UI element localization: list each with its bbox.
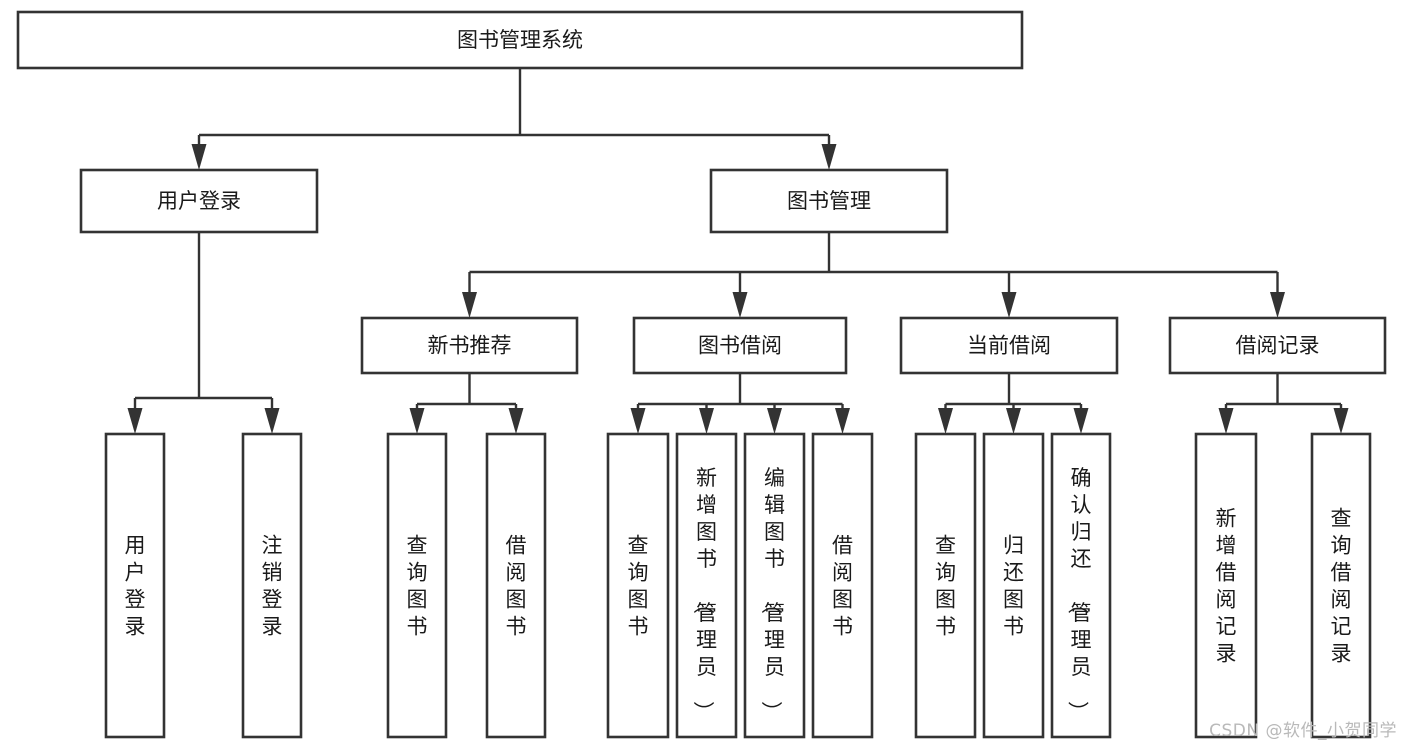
node-leaf-return-book[interactable]: 归还图书 (982, 432, 1045, 739)
connector-group-book-borrow (630, 373, 850, 434)
node-box[interactable] (709, 168, 949, 234)
node-box[interactable] (79, 168, 319, 234)
node-label: 图书管理系统 (457, 28, 583, 52)
node-box[interactable] (606, 432, 670, 739)
connector-group-borrow-record (1218, 373, 1349, 434)
node-leaf-add-book[interactable]: 新增图书（管理员） (675, 432, 738, 739)
node-leaf-borrow-book-2[interactable]: 借阅图书 (811, 432, 874, 739)
node-box[interactable] (811, 432, 874, 739)
connector-group-book-manage (462, 232, 1285, 318)
node-current-borrow[interactable]: 当前借阅 (899, 316, 1119, 375)
node-leaf-user-login[interactable]: 用户登录 (104, 432, 166, 739)
node-leaf-query-book-2[interactable]: 查询图书 (606, 432, 670, 739)
node-leaf-query-record[interactable]: 查询借阅记录 (1310, 432, 1372, 739)
node-box[interactable] (485, 432, 547, 739)
node-book-manage[interactable]: 图书管理 (709, 168, 949, 234)
connector-group-root (191, 68, 837, 170)
arrow-head-icon (1073, 408, 1089, 434)
node-box[interactable] (899, 316, 1119, 375)
arrow-head-icon (767, 408, 782, 434)
arrow-head-icon (938, 408, 953, 434)
node-box[interactable] (16, 10, 1024, 70)
arrow-head-icon (1333, 408, 1349, 434)
node-label: 用户登录 (125, 534, 146, 639)
node-box[interactable] (675, 432, 738, 739)
connector-group-user-login (127, 232, 280, 434)
arrow-head-icon (1006, 408, 1021, 434)
node-label: 图书借阅 (698, 334, 782, 358)
node-box[interactable] (743, 432, 806, 739)
node-box[interactable] (1050, 432, 1112, 739)
node-box[interactable] (914, 432, 977, 739)
node-new-book-rec[interactable]: 新书推荐 (360, 316, 579, 375)
node-label: 用户登录 (157, 189, 241, 213)
arrow-head-icon (835, 408, 850, 434)
node-box[interactable] (1194, 432, 1258, 739)
arrow-head-icon (264, 408, 280, 434)
node-leaf-confirm-return[interactable]: 确认归还（管理员） (1050, 432, 1112, 739)
node-box[interactable] (1310, 432, 1372, 739)
arrow-head-icon (508, 408, 524, 434)
arrow-head-icon (732, 292, 748, 318)
node-label: 查询借阅记录 (1331, 507, 1352, 666)
node-box[interactable] (632, 316, 848, 375)
node-leaf-query-book-3[interactable]: 查询图书 (914, 432, 977, 739)
arrow-head-icon (630, 408, 646, 434)
arrow-head-icon (1218, 408, 1234, 434)
node-layer: 图书管理系统用户登录图书管理新书推荐图书借阅当前借阅借阅记录用户登录注销登录查询… (16, 10, 1387, 739)
arrow-head-icon (462, 292, 477, 318)
node-leaf-edit-book[interactable]: 编辑图书（管理员） (743, 432, 806, 739)
arrow-head-icon (127, 408, 143, 434)
node-label: 新增图书（管理员） (691, 466, 717, 722)
node-box[interactable] (982, 432, 1045, 739)
node-label: 确认归还（管理员） (1066, 466, 1092, 722)
node-label: 图书管理 (787, 189, 871, 213)
arrow-head-icon (821, 144, 837, 170)
node-leaf-user-logout[interactable]: 注销登录 (241, 432, 303, 739)
node-label: 归还图书 (1003, 534, 1024, 639)
arrow-head-icon (191, 144, 207, 170)
node-label: 当前借阅 (967, 334, 1051, 358)
node-leaf-add-record[interactable]: 新增借阅记录 (1194, 432, 1258, 739)
node-book-borrow[interactable]: 图书借阅 (632, 316, 848, 375)
node-label: 新书推荐 (428, 334, 512, 358)
node-label: 借阅图书 (832, 534, 853, 639)
node-box[interactable] (360, 316, 579, 375)
node-label: 借阅图书 (506, 534, 527, 639)
node-box[interactable] (241, 432, 303, 739)
connector-group-current-borrow (938, 373, 1089, 434)
node-box[interactable] (386, 432, 448, 739)
arrow-head-icon (1270, 292, 1285, 318)
node-user-login[interactable]: 用户登录 (79, 168, 319, 234)
connector-layer (127, 68, 1349, 434)
node-label: 查询图书 (628, 534, 649, 639)
arrow-head-icon (409, 408, 425, 434)
node-label: 查询图书 (407, 534, 428, 639)
node-label: 借阅记录 (1236, 334, 1320, 358)
node-label: 注销登录 (262, 534, 283, 639)
node-borrow-record[interactable]: 借阅记录 (1168, 316, 1387, 375)
node-box[interactable] (104, 432, 166, 739)
node-label: 查询图书 (935, 534, 956, 639)
node-leaf-borrow-book-1[interactable]: 借阅图书 (485, 432, 547, 739)
connector-group-new-book-rec (409, 373, 524, 434)
arrow-head-icon (1001, 292, 1017, 318)
node-leaf-query-book-1[interactable]: 查询图书 (386, 432, 448, 739)
arrow-head-icon (699, 408, 714, 434)
node-label: 新增借阅记录 (1216, 507, 1237, 666)
node-root[interactable]: 图书管理系统 (16, 10, 1024, 70)
node-box[interactable] (1168, 316, 1387, 375)
node-label: 编辑图书（管理员） (759, 466, 785, 722)
